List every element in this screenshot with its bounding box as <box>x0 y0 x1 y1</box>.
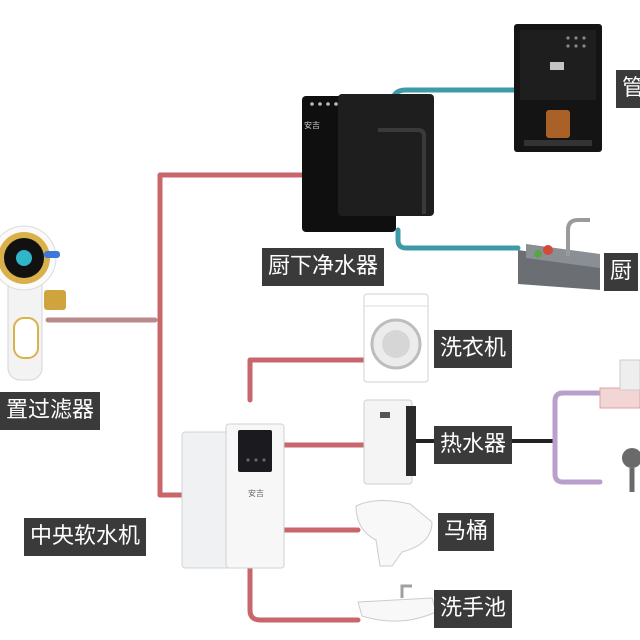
toilet-icon <box>355 500 433 567</box>
purified-to-sink-pipe <box>395 227 521 251</box>
washer-icon <box>363 293 429 383</box>
toilet-label: 马桶 <box>438 513 495 551</box>
purifier-brand: 安吉 <box>304 121 320 130</box>
purifier-icon <box>302 94 434 232</box>
basin-label: 洗手池 <box>434 590 513 628</box>
shower-icon <box>622 448 640 492</box>
heater-icon <box>363 399 416 485</box>
softener-brand: 安吉 <box>248 489 264 498</box>
dispenser-label: 管 <box>616 70 640 108</box>
sink-icon <box>518 218 600 290</box>
radiator-icon <box>599 359 640 409</box>
heater-label: 热水器 <box>434 426 513 464</box>
purifier-label: 厨下净水器 <box>262 248 385 286</box>
main-trunk-pipe <box>157 172 308 498</box>
sink-label: 厨 <box>604 253 639 291</box>
softener-to-basin-pipe <box>247 557 361 623</box>
prefilter-icon <box>0 225 66 381</box>
softener-icon <box>181 423 285 569</box>
softener-to-washer-pipe <box>247 357 369 403</box>
washer-label: 洗衣机 <box>434 330 513 368</box>
dispenser-icon <box>514 24 602 152</box>
basin-icon <box>357 584 437 622</box>
softener-label: 中央软水机 <box>24 518 147 556</box>
hot-water-pipe <box>552 390 603 485</box>
prefilter-label: 置过滤器 <box>0 392 101 430</box>
